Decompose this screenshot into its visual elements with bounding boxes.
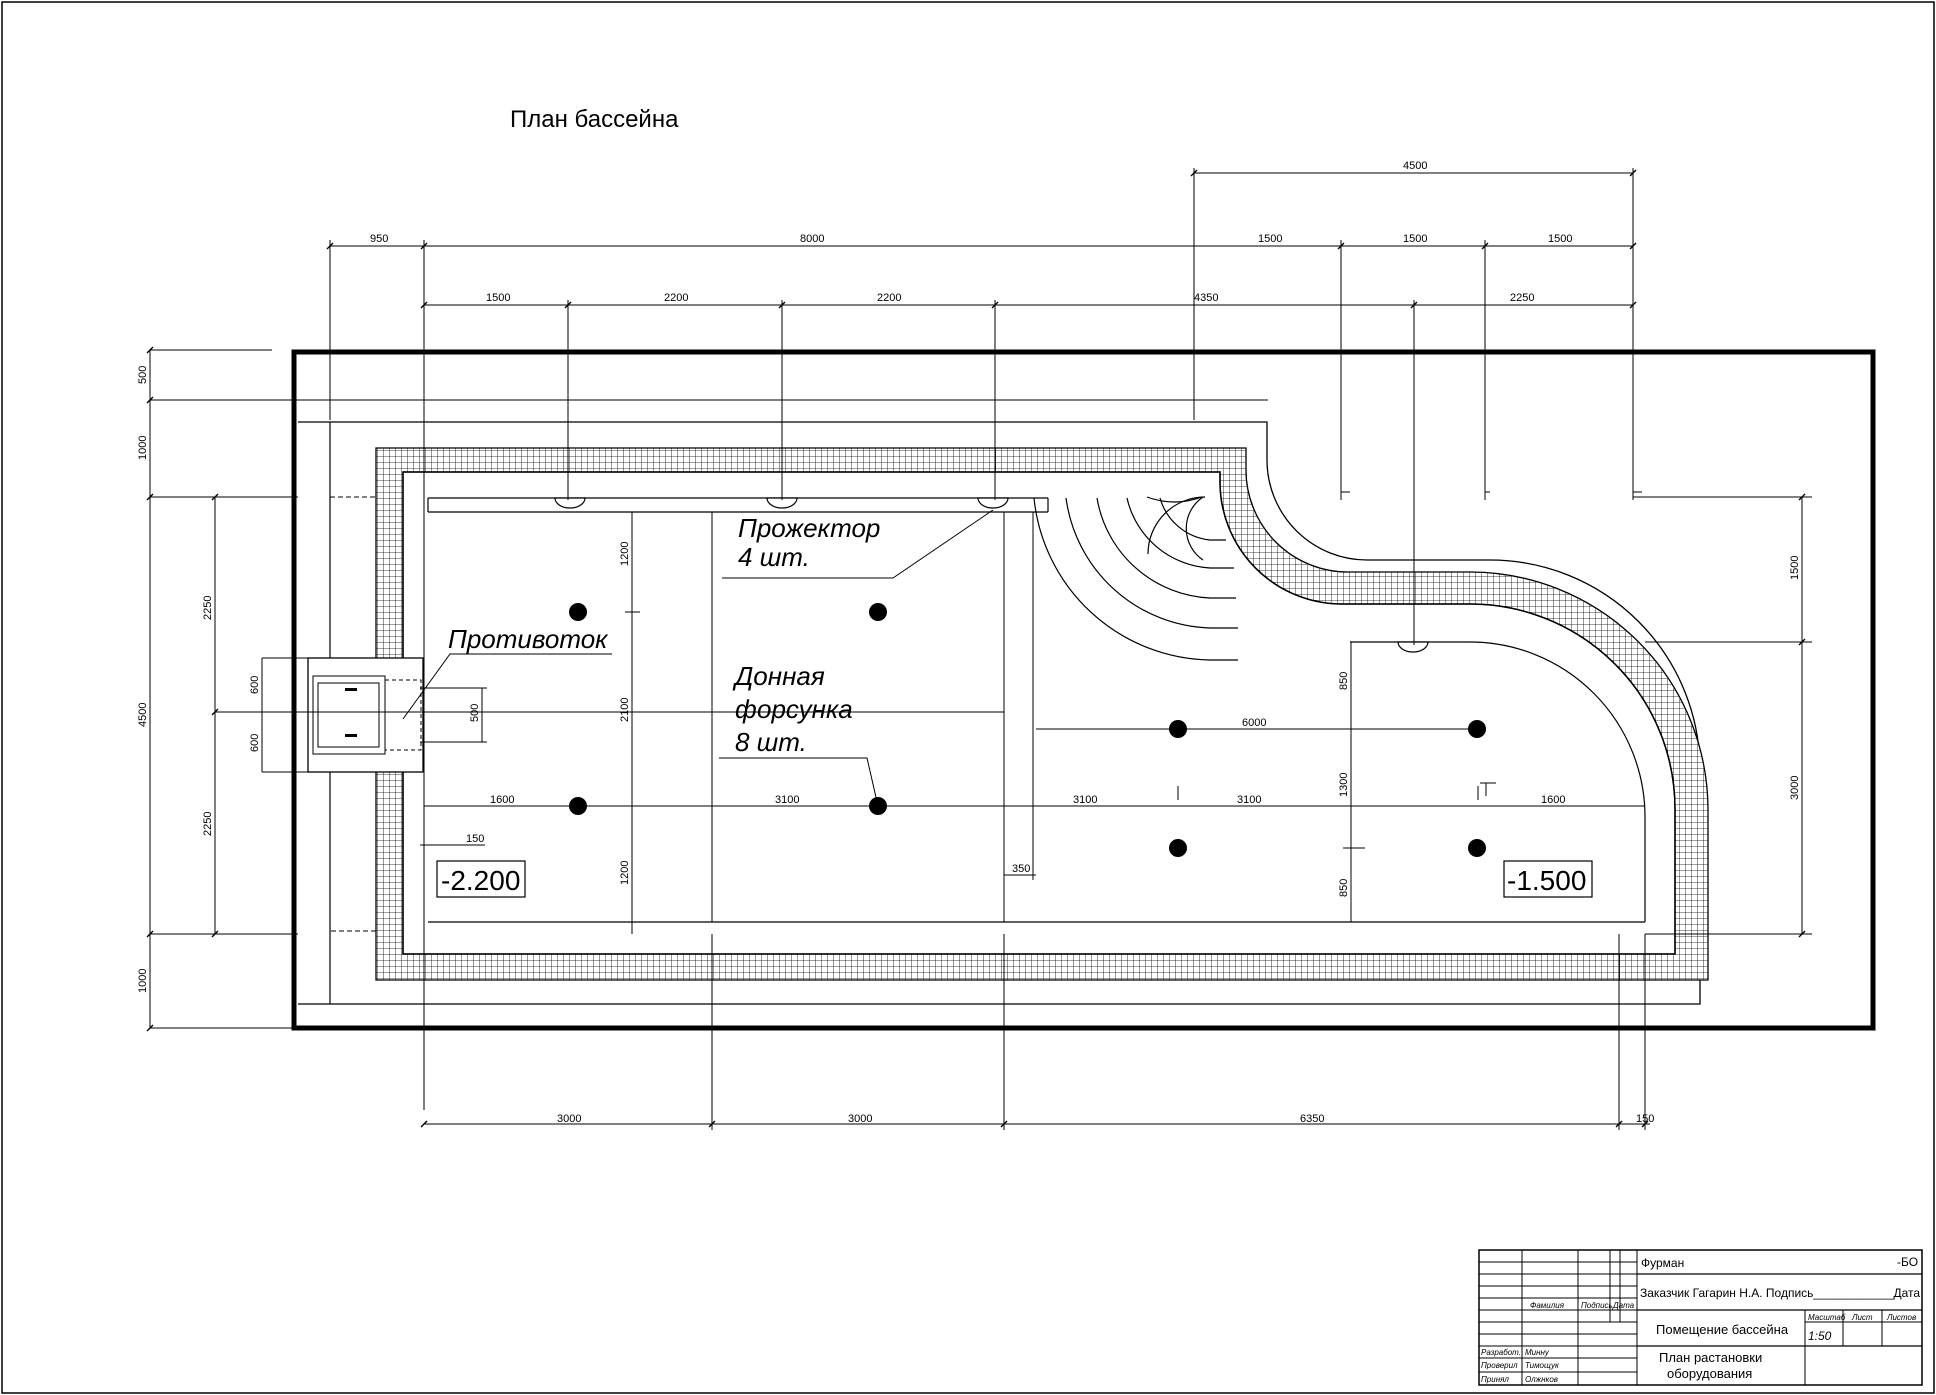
room-wall [291, 349, 1876, 1031]
dim-second-row-2: 2200 [664, 292, 688, 304]
title-block-scale-header: Масштаб [1808, 1313, 1846, 1322]
shallow-floor-contour [428, 641, 1646, 923]
deck-outline [298, 421, 1701, 1005]
dimension-lines [149, 168, 1812, 1130]
title-block [1478, 1249, 1923, 1386]
title-block-project: Фурман [1641, 1256, 1684, 1270]
pool-floor-contour [427, 497, 1049, 513]
counterflow-label: Противоток [448, 624, 609, 654]
nozzle-label-line-2: форсунка [735, 694, 853, 724]
title-block-role-3: Принял [1481, 1375, 1509, 1384]
nozzle [869, 603, 887, 621]
counterflow-unit [307, 657, 424, 773]
nozzle-label-line-1: Донная [732, 661, 825, 691]
coping-tile-band [375, 447, 1709, 981]
depth-mark-deep: -2.200 [441, 865, 520, 896]
dim-bottom-row-1: 3000 [557, 1113, 581, 1125]
title-block-name-2: Тимощук [1525, 1361, 1560, 1370]
dim-second-row-5: 2250 [1510, 292, 1534, 304]
dim-bottom-row-4: 150 [1636, 1113, 1654, 1125]
dim-left-inner-2: 2250 [202, 812, 214, 836]
projector-lamp [766, 497, 798, 509]
dim-top-row-5: 1500 [1548, 233, 1572, 245]
dim-top-row-3: 1500 [1258, 233, 1282, 245]
dim-left-outer-1: 500 [137, 366, 149, 384]
dim-nozzle-row-4: 3100 [1237, 794, 1261, 806]
dim-shallow-horizontal: 6000 [1242, 717, 1266, 729]
nozzle-label-line-3: 8 шт. [735, 727, 807, 757]
dim-bottom-row-3: 6350 [1300, 1113, 1324, 1125]
dim-top-row-1: 950 [370, 233, 388, 245]
bottom-nozzles [569, 603, 1486, 857]
title-block-code: -БО [1897, 1255, 1918, 1269]
dim-left-outer-2: 1000 [137, 436, 149, 460]
dim-top-row-2: 8000 [800, 233, 824, 245]
title-block-sheet-title-1: План растановки [1659, 1350, 1762, 1365]
dim-nozzle-row-2: 3100 [775, 794, 799, 806]
dim-counterflow-4: 150 [466, 833, 484, 845]
nozzle [1468, 839, 1486, 857]
title-block-col-surname: Фамилия [1530, 1301, 1565, 1310]
dim-nozzle-row-3: 3100 [1073, 794, 1097, 806]
dim-left-inner-1: 2250 [202, 596, 214, 620]
dimension-labels: 4500 950 8000 1500 1500 1500 1500 2200 2… [137, 160, 1801, 1125]
dim-nozzle-row-1: 1600 [490, 794, 514, 806]
depth-mark-shallow-box [1503, 860, 1593, 898]
title-block-col-date: Дата [1612, 1301, 1635, 1310]
dim-counterflow-1: 600 [249, 676, 261, 694]
nozzle [569, 603, 587, 621]
dim-counterflow-3: 500 [469, 704, 481, 722]
nozzle [1169, 839, 1187, 857]
dim-right-2: 3000 [1789, 776, 1801, 800]
leader-lines [402, 509, 994, 807]
title-block-room: Помещение бассейна [1656, 1322, 1789, 1337]
title-block-sheets-header: Листов [1886, 1313, 1916, 1322]
round-steps [1033, 496, 1238, 661]
dim-interior-vertical-1: 1200 [619, 542, 631, 566]
title-block-scale: 1:50 [1808, 1329, 1832, 1343]
projector-lamps [554, 497, 1429, 653]
depth-mark-deep-box [436, 860, 526, 898]
title-block-role-2: Проверил [1481, 1361, 1518, 1370]
dim-counterflow-2: 600 [249, 734, 261, 752]
dim-step: 350 [1012, 863, 1030, 875]
dim-interior-vertical-2: 2100 [619, 698, 631, 722]
dim-left-outer-3: 4500 [137, 703, 149, 727]
pool-contour [402, 471, 1676, 955]
title-block-col-signature: Подпись [1581, 1301, 1613, 1310]
title-block-sheet-title-2: оборудования [1667, 1366, 1752, 1381]
dim-second-row-4: 4350 [1194, 292, 1218, 304]
dim-left-outer-4: 1000 [137, 969, 149, 993]
title-block-client: Заказчик Гагарин Н.А. Подпись___________… [1640, 1286, 1920, 1300]
dim-nozzle-row-5: 1600 [1541, 794, 1565, 806]
dimension-ticks [146, 169, 1806, 1128]
dim-interior-vertical-3: 1200 [619, 861, 631, 885]
dim-bottom-row-2: 3000 [848, 1113, 872, 1125]
dim-shallow-vertical-2: 1300 [1338, 773, 1350, 797]
projector-lamp [977, 497, 1009, 509]
title-block-sheet-header: Лист [1851, 1313, 1873, 1322]
projector-label-line-1: Прожектор [738, 513, 880, 543]
dim-right-1: 1500 [1789, 556, 1801, 580]
projector-lamp [554, 497, 586, 509]
depth-mark-shallow: -1.500 [1507, 865, 1586, 896]
title-block-name-3: Олжнков [1525, 1375, 1558, 1384]
dim-shallow-vertical-1: 850 [1338, 672, 1350, 690]
dim-second-row-3: 2200 [877, 292, 901, 304]
projector-label-line-2: 4 шт. [738, 542, 810, 572]
projector-lamp [1397, 641, 1429, 653]
dim-shallow-vertical-3: 850 [1338, 879, 1350, 897]
dim-second-row-1: 1500 [486, 292, 510, 304]
dim-top-row-4: 1500 [1403, 233, 1427, 245]
dim-top-total: 4500 [1403, 160, 1427, 172]
title-block-role-1: Разработ. [1481, 1348, 1521, 1357]
title-block-name-1: Минну [1525, 1348, 1550, 1357]
drawing-title: План бассейна [510, 106, 679, 133]
